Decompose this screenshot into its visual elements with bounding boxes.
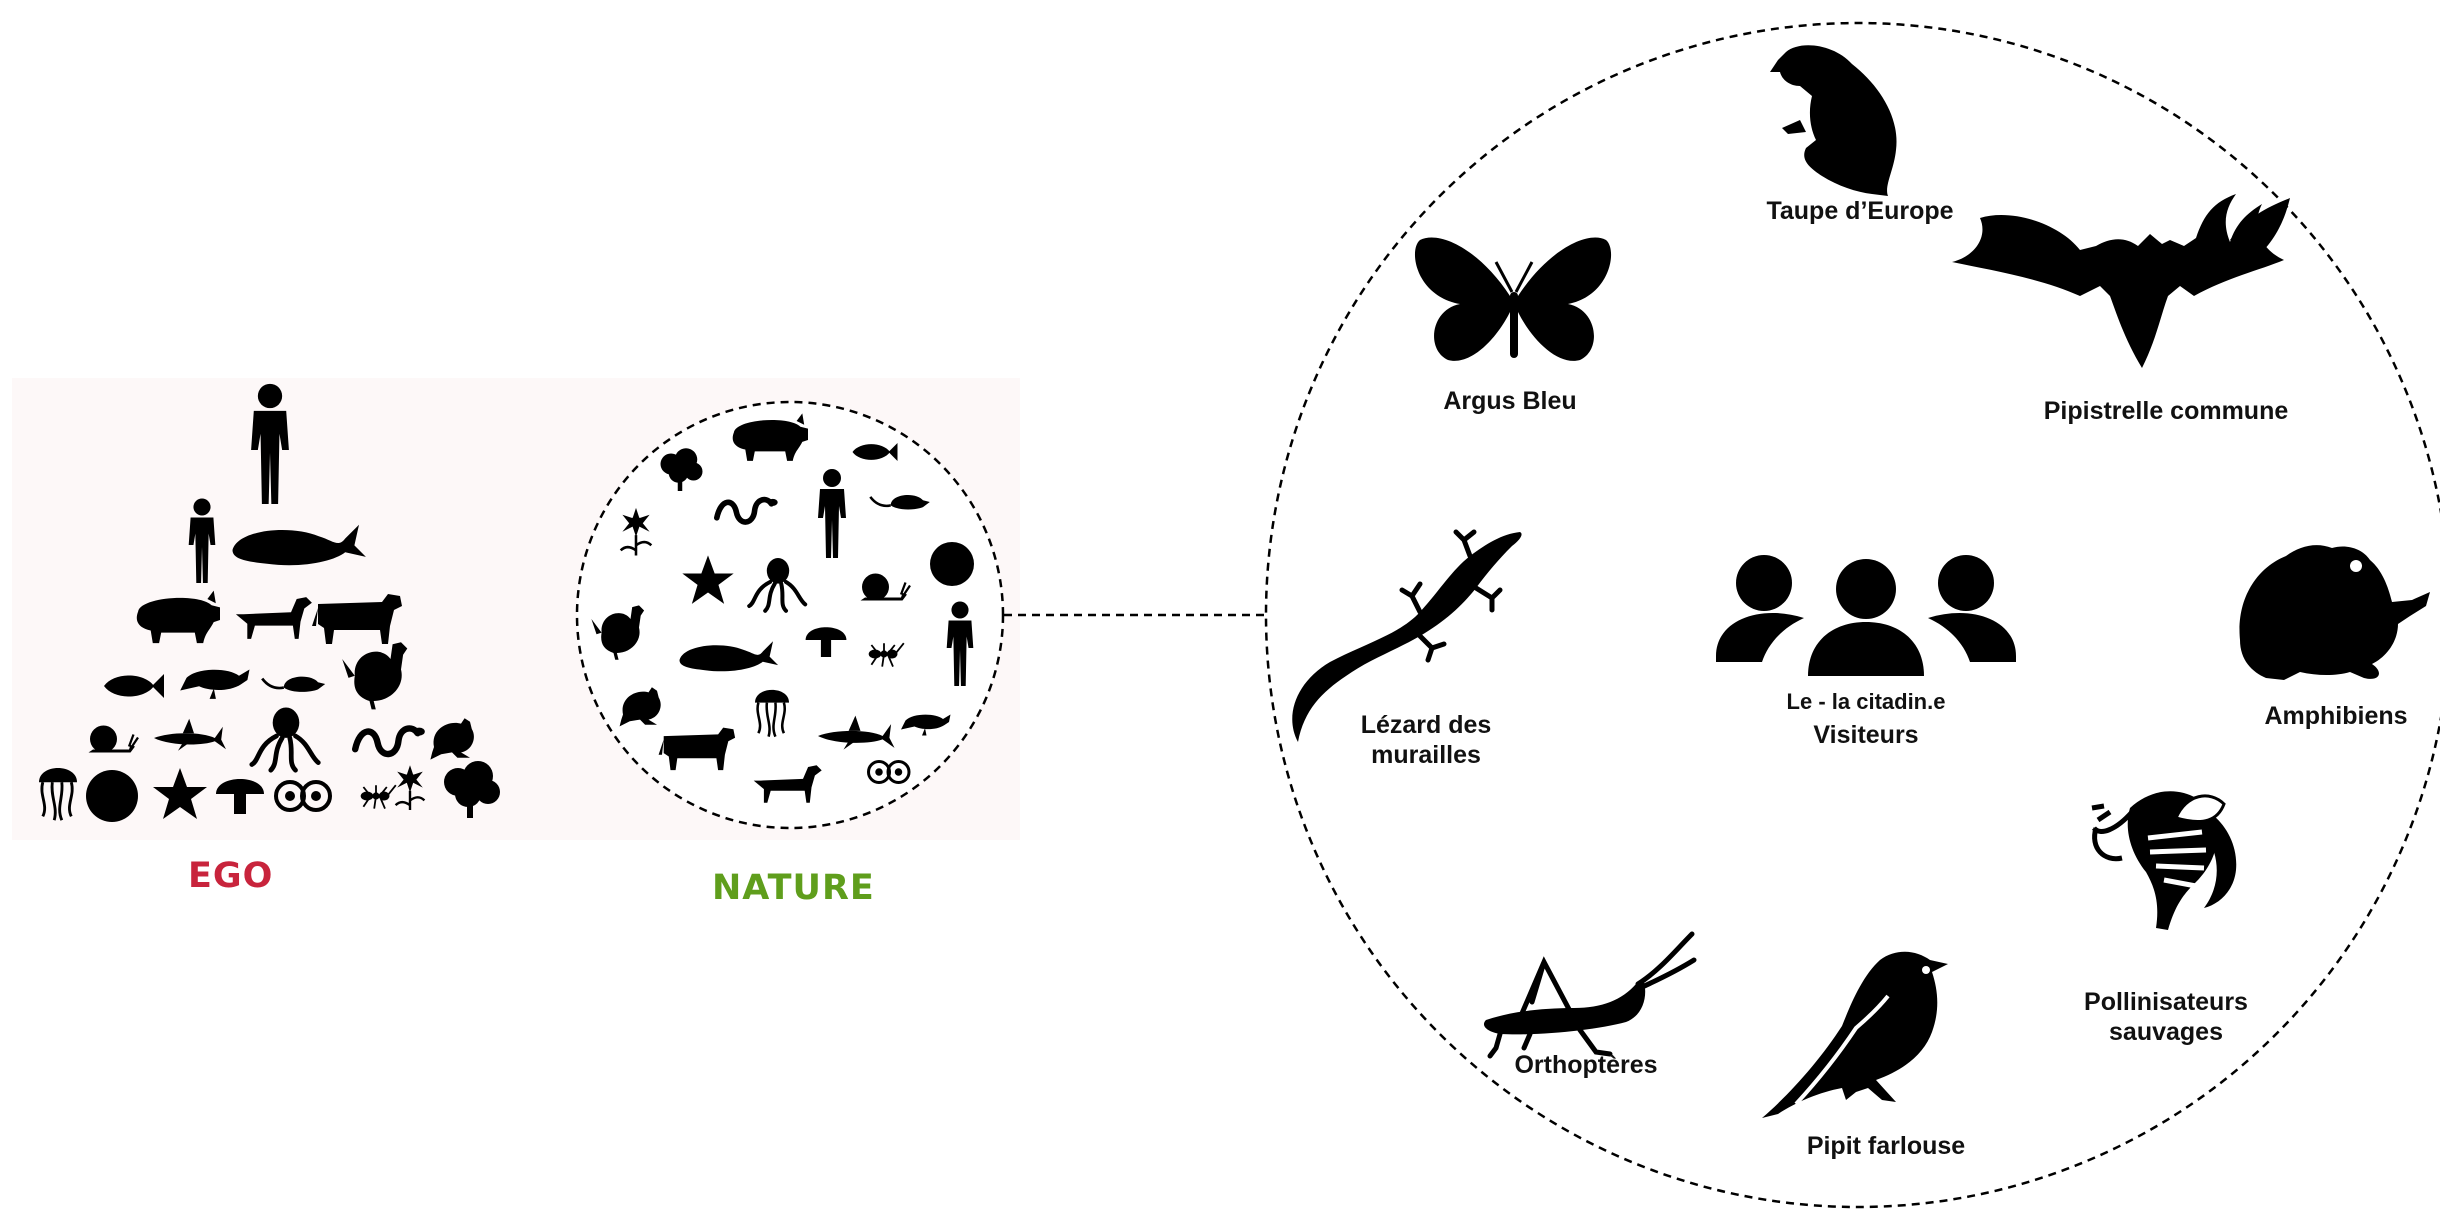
species-label-taupe: Taupe d’Europe [1710, 196, 2010, 226]
frog-icon [2239, 545, 2430, 680]
species-label-lezard-line2: murailles [1296, 740, 1556, 770]
bee-icon [2092, 791, 2236, 930]
species-label-pipit: Pipit farlouse [1756, 1131, 2016, 1161]
mole-icon [1770, 45, 1897, 196]
butterfly-icon [1415, 237, 1611, 360]
center-label-visiteurs: Visiteurs [1716, 720, 2016, 750]
grasshopper-icon [1484, 934, 1694, 1056]
species-label-pollinisateurs-line1: Pollinisateurs [2046, 987, 2286, 1017]
sparrow-icon [1762, 952, 1948, 1118]
people-group-icon [1716, 555, 2016, 676]
species-label-pipistrelle: Pipistrelle commune [2016, 396, 2316, 426]
species-label-amphibiens: Amphibiens [2216, 701, 2440, 731]
center-label-citadin: Le - la citadin.e [1716, 687, 2016, 717]
ego-nature-panel [12, 378, 1020, 922]
nature-label: NATURE [712, 868, 875, 908]
ego-label: EGO [188, 856, 273, 896]
cell-icon [930, 542, 974, 586]
species-label-orthopteres: Orthoptères [1456, 1050, 1716, 1080]
cell-icon [86, 770, 138, 822]
species-label-lezard-line1: Lézard des [1296, 710, 1556, 740]
species-label-pollinisateurs-line2: sauvages [2046, 1017, 2286, 1047]
species-label-argus: Argus Bleu [1380, 386, 1640, 416]
